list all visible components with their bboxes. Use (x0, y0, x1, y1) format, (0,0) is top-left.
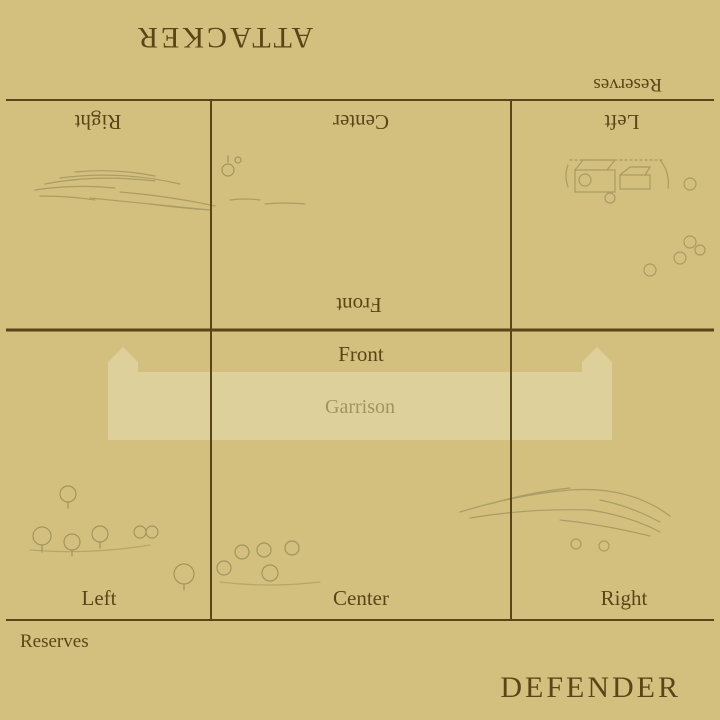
farmhouse-sketch (565, 159, 706, 277)
ridge-sketch-attacker (34, 170, 306, 211)
attacker-right-label: Right (75, 110, 122, 134)
attacker-reserves-label: Reserves (593, 74, 662, 95)
zone-defender-center[interactable] (211, 331, 511, 620)
defender-front-label: Front (338, 342, 384, 366)
attacker-front-label: Front (336, 293, 382, 317)
defender-title: DEFENDER (500, 671, 681, 704)
zone-attacker-left[interactable] (511, 101, 714, 330)
tree-sketch (221, 155, 242, 177)
attacker-center-label: Center (333, 110, 389, 134)
defender-center-label: Center (333, 586, 389, 610)
defender-right-label: Right (601, 586, 648, 610)
trees-sketch-defender-center (216, 540, 321, 586)
attacker-title: ATTACKER (135, 21, 313, 54)
zone-defender-left[interactable] (6, 331, 211, 620)
attacker-left-label: Left (604, 110, 639, 134)
garrison-tower-left (108, 347, 138, 440)
ridge-sketch-defender (459, 487, 671, 552)
zone-attacker-right[interactable] (6, 101, 211, 330)
garrison-tower-right (582, 347, 612, 440)
defender-left-label: Left (82, 586, 117, 610)
trees-sketch-defender-left (29, 485, 195, 591)
defender-reserves-label: Reserves (20, 631, 89, 652)
garrison-label: Garrison (325, 396, 395, 418)
zone-defender-reserves[interactable] (6, 620, 714, 720)
zone-defender-right[interactable] (511, 331, 714, 620)
